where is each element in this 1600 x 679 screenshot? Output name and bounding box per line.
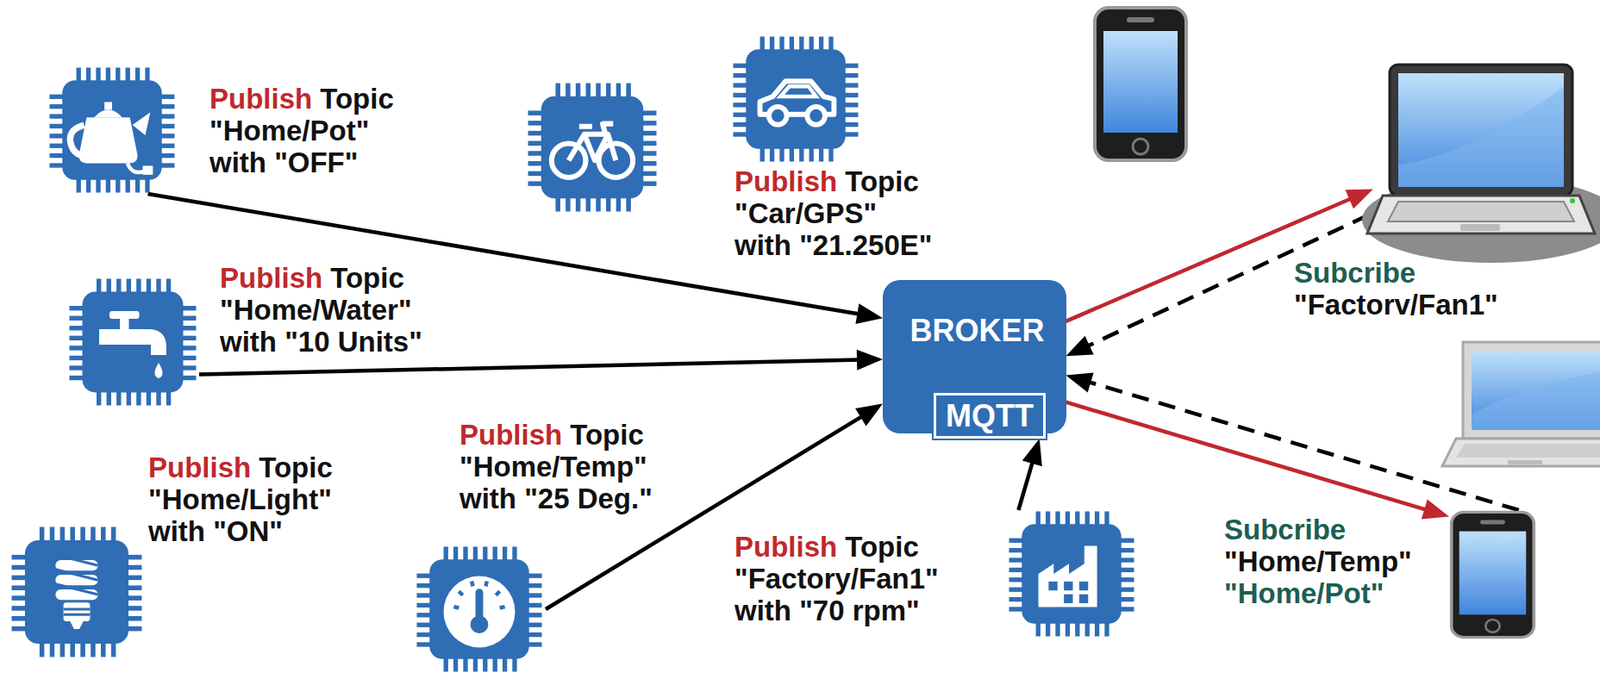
topic-caption: Subcribe"Home/Temp""Home/Pot" <box>1224 513 1413 610</box>
device-icon <box>1449 510 1537 640</box>
car-device: PublishTopic"Car/GPS"with "21.250E" <box>729 35 863 163</box>
connector-line <box>1065 402 1428 511</box>
phone-icon <box>1092 5 1189 163</box>
tap-chip-icon <box>66 277 200 407</box>
subscribe-text: Subcribe <box>1224 513 1413 546</box>
caption-line: PublishTopic <box>209 82 394 115</box>
arrow-head <box>1421 499 1450 519</box>
light-device: PublishTopic"Home/Light"with "ON" <box>10 525 144 659</box>
caption-word: Topic <box>844 165 919 198</box>
temp-device: PublishTopic"Home/Temp"with "25 Deg." <box>412 545 546 674</box>
caption-line: "Factorv/Fan1" <box>1293 288 1499 321</box>
action-word: Publish <box>734 531 838 563</box>
action-word: Publish <box>209 82 313 115</box>
laptop-icon <box>1363 61 1597 262</box>
phone-icon <box>1092 5 1189 163</box>
caption-line: "Factory/Fan1" <box>734 562 939 595</box>
car-chip-icon <box>729 35 863 163</box>
caption-line: with "OFF" <box>209 146 394 179</box>
gauge-chip-icon <box>412 545 546 674</box>
arrow-head <box>855 404 883 427</box>
caption-line: with "21.250E" <box>734 229 932 262</box>
broker-box: BROKER MQTT <box>882 280 1072 439</box>
device-icon <box>729 35 863 163</box>
arrow-head <box>1022 438 1043 467</box>
phone-subscriber: Subcribe"Home/Temp""Home/Pot" <box>1449 510 1537 640</box>
action-word: Publish <box>148 451 251 484</box>
broker-label: BROKER <box>882 312 1072 350</box>
caption-line: "Home/Pot" <box>209 114 394 147</box>
arrow-head <box>855 303 883 325</box>
factory-device: PublishTopic"Factory/Fan1"with "70 rpm" <box>1005 510 1138 638</box>
phone-icon <box>1449 510 1537 640</box>
arrow-head <box>1065 336 1094 357</box>
caption-line: "Home/Temp" <box>459 450 653 483</box>
topic-caption: PublishTopic"Home/Water"with "10 Units" <box>219 262 423 358</box>
caption-word: Topic <box>569 418 644 451</box>
action-word: Publish <box>459 418 563 451</box>
arrow-head <box>1344 188 1373 209</box>
device-icon <box>1005 510 1138 638</box>
topic-caption: PublishTopic"Home/Temp"with "25 Deg." <box>459 418 653 515</box>
publish-arrow <box>1018 438 1042 511</box>
caption-line: with "70 rpm" <box>734 594 939 627</box>
subscribe-text: Subcribe <box>1293 256 1499 289</box>
arrow-head <box>1065 372 1094 393</box>
laptop-icon <box>1438 337 1600 480</box>
bike-chip-icon <box>525 81 659 213</box>
water-device: PublishTopic"Home/Water"with "10 Units" <box>66 277 200 407</box>
topic-caption: PublishTopic"Factory/Fan1"with "70 rpm" <box>734 531 939 627</box>
caption-word: Topic <box>330 262 405 294</box>
kettle-device: PublishTopic"Home/Pot"with "OFF" <box>45 66 179 194</box>
caption-line: PublishTopic <box>734 531 939 563</box>
caption-line: with "25 Deg." <box>459 482 653 515</box>
caption-line: "Car/GPS" <box>734 197 932 230</box>
caption-line: "Home/Water" <box>219 293 423 326</box>
caption-line: PublishTopic <box>219 262 423 294</box>
caption-line: with "10 Units" <box>219 325 423 358</box>
caption-line: "Home/Temp" <box>1224 545 1413 578</box>
arrow-head <box>856 350 883 371</box>
connector-line <box>1018 460 1033 511</box>
subscribe-text: "Home/Pot" <box>1224 577 1413 610</box>
subscribe-arrow <box>1065 372 1519 511</box>
topic-caption: Subcribe"Factorv/Fan1" <box>1293 256 1499 321</box>
caption-word: Topic <box>844 531 919 563</box>
topic-caption: PublishTopic"Home/Pot"with "OFF" <box>209 82 394 179</box>
connector-line <box>199 360 861 375</box>
bike-chip-icon <box>525 81 659 213</box>
action-word: Publish <box>219 262 323 294</box>
caption-word: Topic <box>319 82 394 115</box>
caption-word: Topic <box>258 451 333 484</box>
caption-line: with "ON" <box>148 515 333 548</box>
caption-line: PublishTopic <box>734 165 932 198</box>
delivery-arrow <box>1065 402 1450 520</box>
device-icon <box>1363 61 1597 262</box>
topic-caption: PublishTopic"Car/GPS"with "21.250E" <box>734 165 932 262</box>
pot-chip-icon <box>45 66 179 194</box>
bulb-chip-icon <box>10 525 144 659</box>
protocol-tag: MQTT <box>933 393 1046 439</box>
topic-caption: PublishTopic"Home/Light"with "ON" <box>148 451 333 548</box>
device-icon <box>45 66 179 194</box>
caption-line: PublishTopic <box>459 418 653 451</box>
caption-line: "Home/Light" <box>148 483 333 516</box>
caption-line: PublishTopic <box>148 451 333 484</box>
device-icon <box>412 545 546 674</box>
device-icon <box>66 277 200 407</box>
factory-chip-icon <box>1005 510 1138 638</box>
laptop-subscriber: Subcribe"Factorv/Fan1" <box>1363 61 1597 262</box>
device-icon <box>10 525 144 659</box>
action-word: Publish <box>734 165 838 198</box>
